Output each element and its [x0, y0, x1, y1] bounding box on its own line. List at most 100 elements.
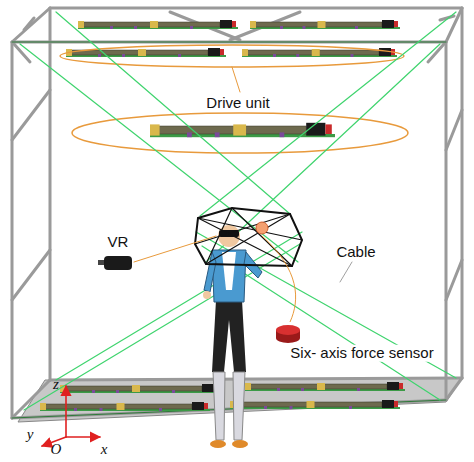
- unit-clamp: [110, 26, 113, 29]
- frame-bar: [446, 110, 462, 150]
- axis-label: x: [99, 441, 110, 458]
- unit-clamp: [178, 54, 181, 57]
- unit-clamp: [74, 408, 77, 411]
- axes: [42, 386, 100, 446]
- unit-clamp: [172, 390, 175, 393]
- unit-body: [249, 384, 387, 389]
- frame-edge: [12, 42, 446, 43]
- unit-cap: [204, 403, 208, 409]
- drive-unit: [245, 382, 405, 391]
- foot: [232, 440, 248, 448]
- effector-outline: [195, 208, 302, 266]
- unit-motor: [192, 402, 204, 410]
- unit-clamp: [215, 132, 220, 137]
- axis-label: O: [49, 441, 64, 458]
- sensor-top: [276, 325, 300, 335]
- frame-bar: [12, 380, 50, 418]
- hand: [203, 291, 211, 299]
- unit-clamp: [92, 390, 95, 393]
- unit-block: [78, 21, 84, 28]
- drive-unit: [60, 384, 220, 393]
- frame-bar: [50, 7, 462, 10]
- unit-slider: [307, 401, 315, 408]
- frame-bar: [24, 18, 34, 30]
- frame-bar: [12, 400, 446, 418]
- unit-body: [82, 22, 220, 27]
- effector-strut: [198, 218, 292, 266]
- unit-body: [246, 50, 379, 55]
- unit-clamp: [134, 26, 137, 29]
- shin: [213, 372, 225, 440]
- cable-line: [24, 244, 300, 410]
- unit-clamp: [100, 408, 103, 411]
- foot: [210, 440, 226, 448]
- unit-motor: [202, 384, 214, 392]
- force-sensor-icon: [276, 325, 300, 343]
- cable-line: [200, 12, 456, 216]
- unit-clamp: [190, 26, 193, 29]
- unit-cap: [394, 21, 398, 27]
- unit-clamp: [355, 26, 358, 29]
- vr-strap: [98, 260, 104, 265]
- leader-line: [340, 262, 352, 282]
- unit-block: [150, 124, 160, 135]
- leader-line: [134, 236, 216, 262]
- part-label: Cable: [334, 244, 377, 261]
- frame-bar: [12, 90, 50, 140]
- x-axis: [66, 436, 100, 438]
- leader-line: [232, 67, 240, 92]
- unit-slider: [312, 49, 320, 56]
- unit-block: [250, 21, 256, 28]
- unit-motor: [208, 48, 220, 56]
- unit-cap: [232, 21, 236, 27]
- human-figure: [203, 225, 262, 448]
- drive-unit: [250, 20, 400, 29]
- unit-slider: [150, 21, 158, 28]
- effector-strut: [206, 208, 232, 264]
- callout-ellipse: [60, 45, 404, 67]
- unit-slider: [132, 385, 140, 392]
- unit-motor: [387, 382, 399, 390]
- unit-slider: [138, 49, 146, 56]
- unit-cap: [220, 49, 224, 55]
- frame-bar: [49, 8, 52, 380]
- axis-label: z: [51, 376, 61, 393]
- unit-body: [64, 386, 202, 391]
- unit-clamp: [351, 54, 354, 57]
- shirt-front: [222, 252, 236, 290]
- frame-bar: [445, 42, 448, 400]
- unit-clamp: [264, 406, 267, 409]
- unit-slider: [233, 124, 246, 135]
- cable-line: [56, 12, 290, 214]
- unit-clamp: [187, 132, 192, 137]
- unit-slider: [318, 21, 326, 28]
- shin: [233, 372, 245, 440]
- unit-motor: [382, 400, 394, 408]
- arm: [204, 252, 216, 292]
- frame-bar: [461, 8, 464, 378]
- unit-block: [40, 403, 46, 410]
- unit-clamp: [290, 406, 293, 409]
- unit-clamp: [273, 54, 276, 57]
- unit-clamp: [159, 408, 162, 411]
- part-label: VR: [106, 234, 131, 251]
- cable-line: [56, 232, 302, 380]
- unit-clamp: [116, 390, 119, 393]
- frame-bar: [446, 260, 462, 300]
- unit-clamp: [98, 54, 101, 57]
- axis-label: y: [25, 426, 36, 443]
- z-axis: [65, 386, 67, 437]
- unit-clamp: [296, 54, 299, 57]
- unit-clamp: [349, 406, 352, 409]
- unit-cap: [399, 383, 403, 389]
- unit-clamp: [280, 26, 283, 29]
- frame-bar: [446, 378, 462, 400]
- frame-bar: [12, 250, 50, 300]
- unit-clamp: [301, 388, 304, 391]
- frame-bar: [50, 378, 462, 380]
- unit-block: [242, 49, 248, 56]
- cable-line: [196, 232, 456, 378]
- unit-body: [70, 50, 208, 55]
